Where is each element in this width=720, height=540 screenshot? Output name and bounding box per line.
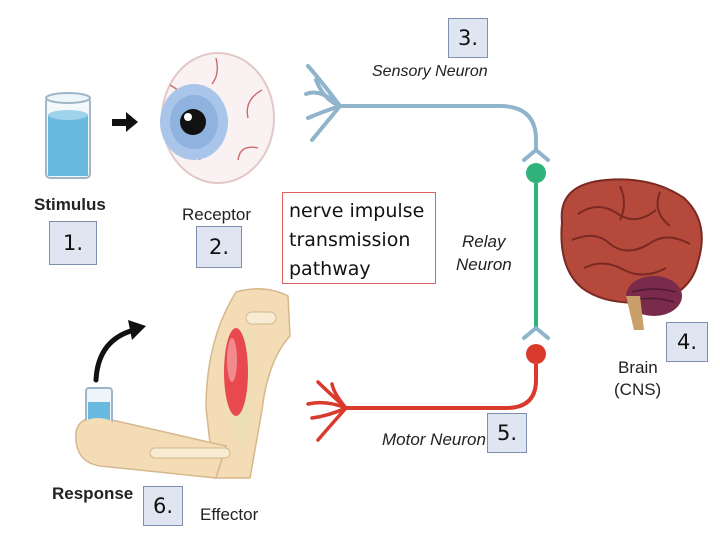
number-box-4: 4.: [666, 322, 708, 362]
arm-effector-icon: [75, 288, 291, 479]
brain-icon: [560, 178, 703, 330]
callout-line-1: nerve impulse: [289, 200, 425, 222]
relay-neuron-label-line2: Neuron: [456, 255, 512, 274]
relay-neuron-label-line1: Relay: [462, 232, 506, 251]
water-glass-in-hand-icon: [80, 387, 116, 438]
number-box-6: 6.: [143, 486, 183, 526]
number-box-2: 2.: [196, 226, 242, 268]
right-arrow-icon: [112, 112, 138, 132]
relay-neuron: [522, 163, 550, 340]
callout-line-3: pathway: [289, 258, 371, 280]
stimulus-label: Stimulus: [34, 195, 106, 214]
number-box-1: 1.: [49, 221, 97, 265]
nerve-impulse-callout: nerve impulse transmission pathway: [282, 192, 436, 284]
effector-label: Effector: [200, 505, 259, 524]
number-box-5: 5.: [487, 413, 527, 453]
cns-label: (CNS): [614, 380, 662, 399]
motor-neuron-label: Motor Neuron: [382, 430, 486, 449]
curved-arrow-icon: [93, 320, 146, 383]
receptor-label: Receptor: [182, 205, 251, 224]
callout-line-2: transmission: [289, 229, 411, 251]
eye-receptor-icon: [160, 52, 275, 184]
sensory-neuron: [304, 64, 550, 162]
brain-label: Brain: [618, 358, 658, 377]
motor-neuron: [306, 344, 546, 442]
response-label: Response: [52, 484, 134, 503]
water-glass-icon: [45, 92, 91, 179]
sensory-neuron-label: Sensory Neuron: [372, 63, 488, 80]
number-box-3: 3.: [448, 18, 488, 58]
